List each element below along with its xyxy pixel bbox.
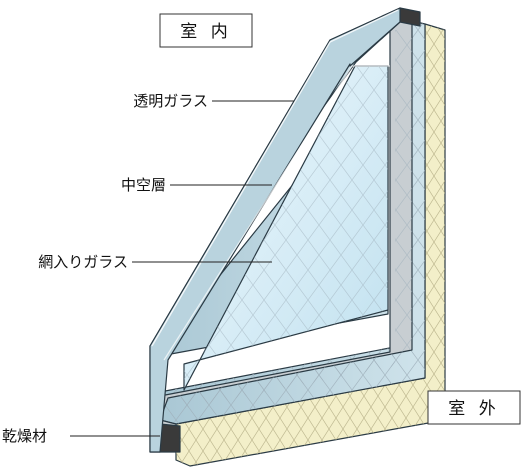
outdoor-label-box: 室 外 [427, 390, 521, 425]
clear-glass-label: 透明ガラス [133, 92, 208, 110]
wired-glass-label: 網入りガラス [38, 253, 128, 271]
clear-glass-pane [149, 7, 401, 453]
air-layer-label: 中空層 [121, 176, 166, 194]
spacer-frame [159, 13, 413, 445]
desiccant-block [159, 7, 421, 453]
desiccant-label: 乾燥材 [2, 427, 47, 445]
indoor-label-box: 室 内 [159, 13, 253, 48]
indoor-label: 室 内 [180, 22, 231, 42]
leader-lines [70, 100, 294, 437]
outdoor-label: 室 外 [448, 399, 499, 419]
